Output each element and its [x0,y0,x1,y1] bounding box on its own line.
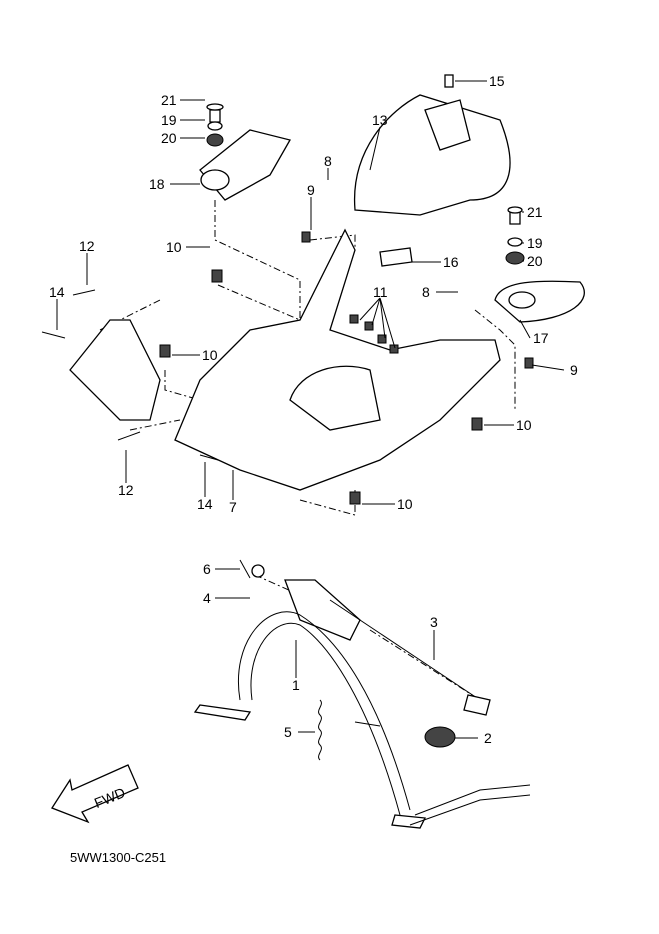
callout: 9 [307,182,315,198]
callout: 19 [527,235,543,251]
callout-labels: 21 19 20 18 15 13 8 9 21 19 20 16 10 11 … [49,73,578,746]
callout: 5 [284,724,292,740]
callout: 14 [49,284,65,300]
callout: 8 [324,153,332,169]
callout: 13 [372,112,388,128]
fwd-arrow: FWD [51,764,139,824]
callout: 6 [203,561,211,577]
callout: 20 [527,253,543,269]
callout: 10 [397,496,413,512]
callout: 21 [161,92,177,108]
callout: 7 [229,499,237,515]
callout: 18 [149,176,165,192]
footrest-right [379,206,585,323]
leader-lines [56,80,565,739]
footrest-left [199,103,291,201]
callout: 1 [292,677,300,693]
callout: 3 [430,614,438,630]
cover [353,74,511,216]
callout: 15 [489,73,505,89]
callout: 12 [79,238,95,254]
callout: 14 [197,496,213,512]
callout: 21 [527,204,543,220]
callout: 20 [161,130,177,146]
callout: 12 [118,482,134,498]
callout: 8 [422,284,430,300]
callout: 16 [443,254,459,270]
callout: 10 [516,417,532,433]
floor-frame [69,228,501,491]
callout: 9 [570,362,578,378]
callout: 11 [373,284,388,300]
callout: 10 [166,239,182,255]
callout: 10 [202,347,218,363]
diagram-code: 5WW1300-C251 [70,850,167,865]
callout: 17 [533,330,549,346]
hardware [41,231,534,505]
center-stand [193,559,531,829]
callout: 4 [203,590,211,606]
callout: 19 [161,112,177,128]
callout: 2 [484,730,492,746]
